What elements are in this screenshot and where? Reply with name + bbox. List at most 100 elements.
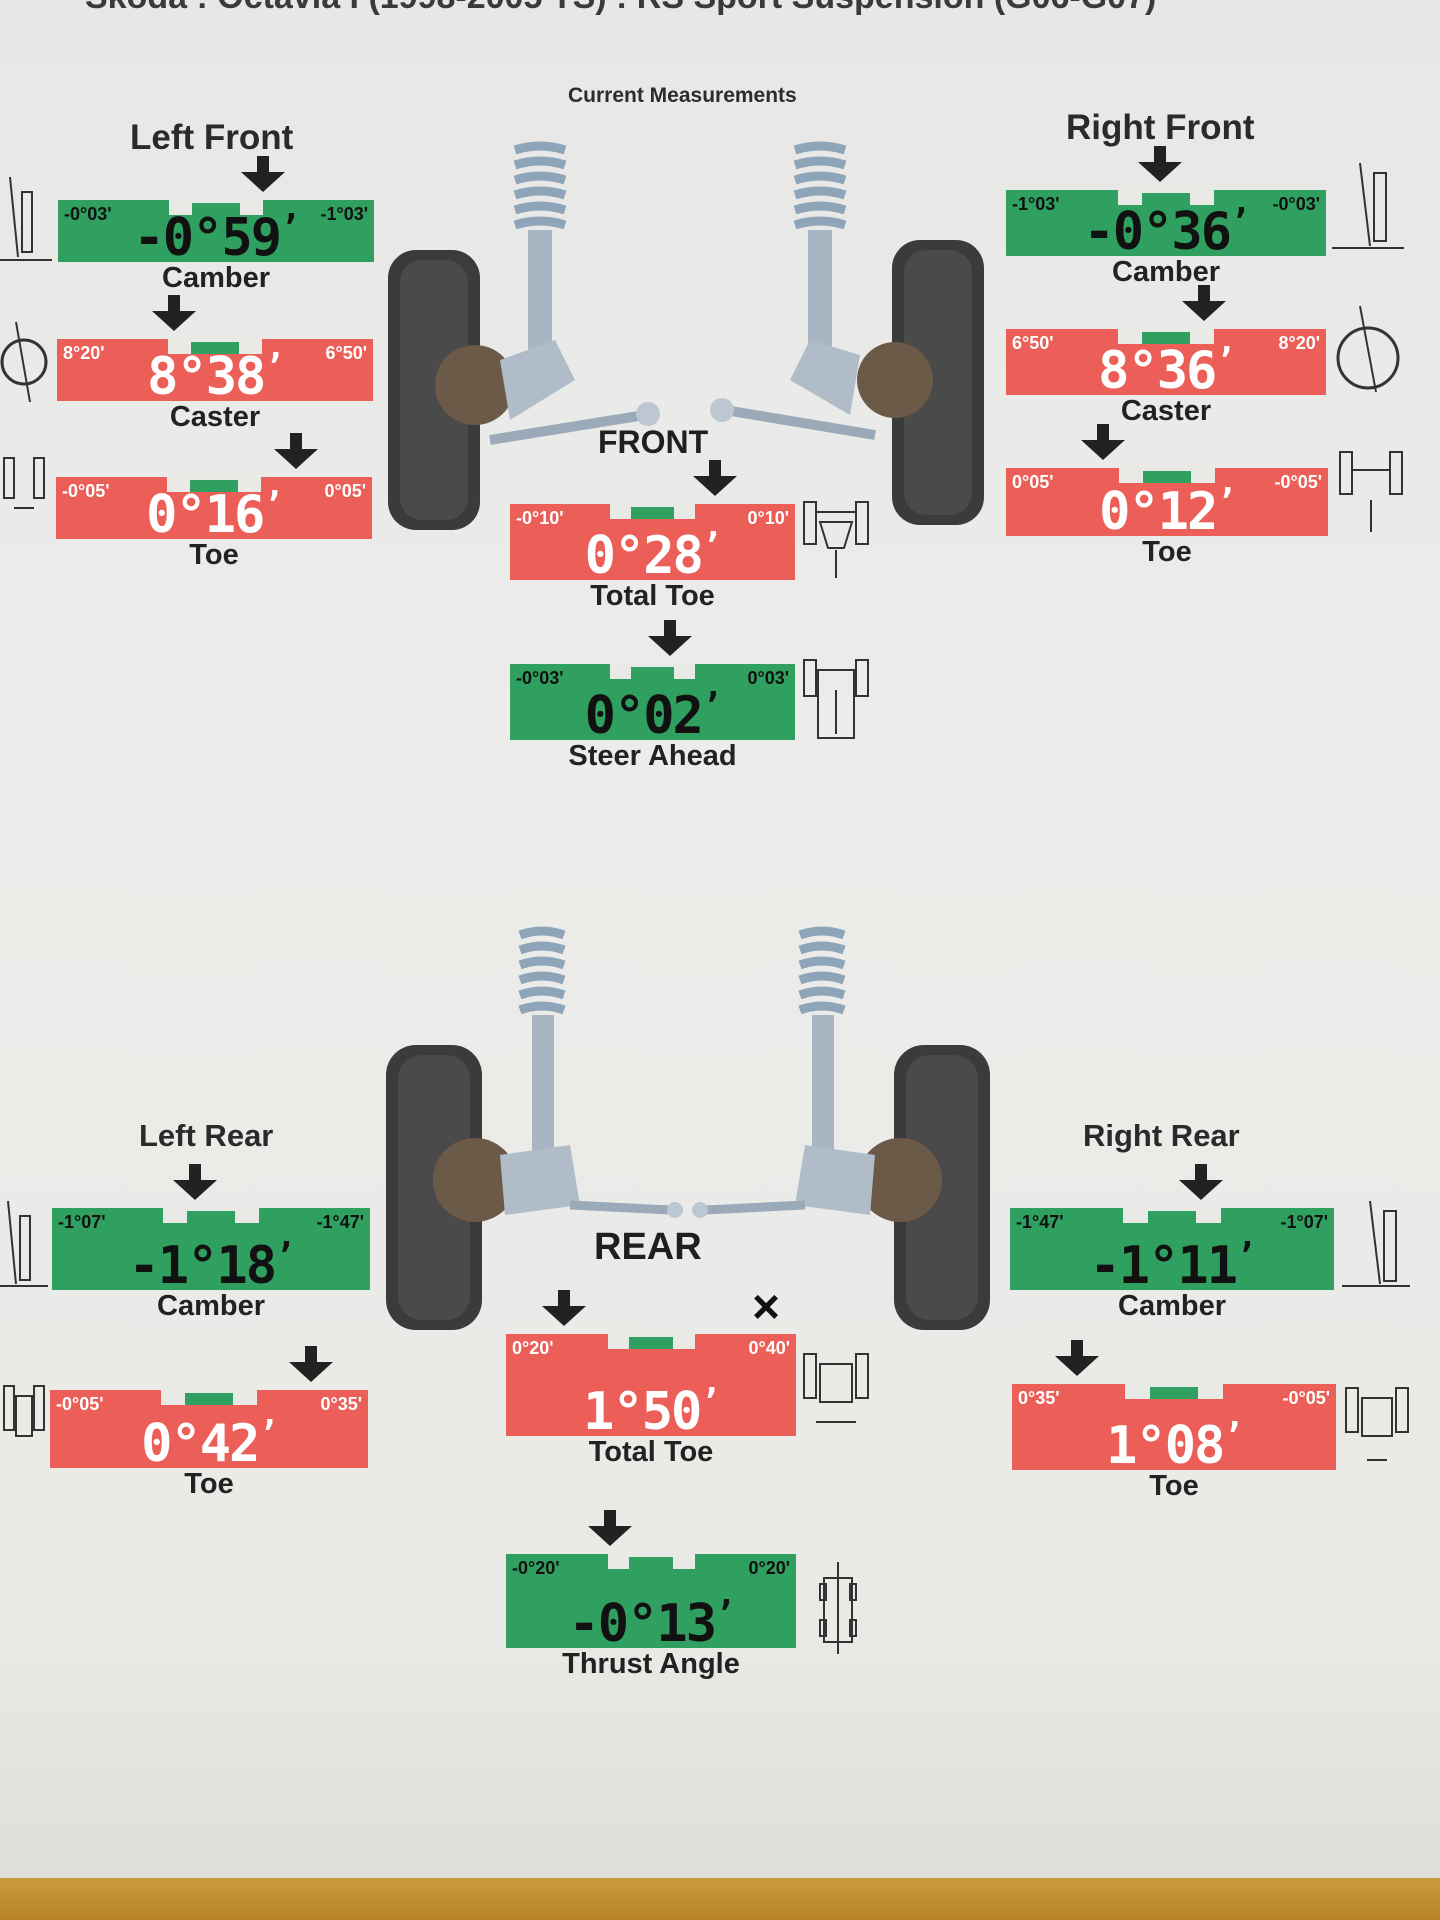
- gauge-min-limit: 0°35': [1018, 1388, 1060, 1408]
- gauge-max-limit: 6°50': [325, 343, 367, 363]
- gauge-label: Toe: [1142, 536, 1192, 568]
- left-front-heading: Left Front: [130, 118, 294, 157]
- gauge-label: Thrust Angle: [562, 1648, 740, 1680]
- tolerance-notch: [1118, 189, 1214, 205]
- lf-toe-gauge: -0°05' 0°05' 0°16’Toe: [56, 433, 372, 571]
- gauge-min-limit: -0°20': [512, 1558, 560, 1578]
- gauge-min-limit: -1°03': [1012, 194, 1060, 214]
- camber-diagram-icon: [0, 1200, 48, 1287]
- tolerance-notch: [607, 1333, 695, 1349]
- rr-toe-gauge: 0°35'-0°05'1°08’Toe: [1012, 1340, 1336, 1502]
- gauge-bar: -0°03'0°03'0°02’: [510, 663, 795, 746]
- gauge-value: -1°18’: [128, 1236, 295, 1296]
- left-rear-heading: Left Rear: [139, 1118, 274, 1153]
- tolerance-notch: [1123, 1207, 1221, 1223]
- rf-toe-gauge: 0°05'-0°05'0°12’Toe: [1006, 424, 1328, 568]
- gauge-min-limit: 6°50': [1012, 333, 1054, 353]
- tolerance-notch: [607, 1553, 695, 1569]
- gauge-max-limit: 0°20': [748, 1558, 790, 1578]
- rear-label: REAR: [594, 1226, 702, 1268]
- table-surface: [0, 1878, 1440, 1920]
- lr-camber-gauge: -1°07' -1°47' -1°18’Camber: [52, 1164, 370, 1322]
- gauge-min-limit: -0°05': [56, 1394, 104, 1414]
- gauge-label: Total Toe: [590, 580, 715, 612]
- front-steer-ahead-gauge: -0°03'0°03'0°02’Steer Ahead: [510, 620, 795, 772]
- gauge-label: Total Toe: [588, 1436, 714, 1468]
- lf-caster-gauge: 8°20'6°50'8°38’Caster: [57, 295, 373, 433]
- rr-camber-gauge: -1°47'-1°07'-1°11’Camber: [1010, 1164, 1334, 1322]
- gauge-label: Toe: [184, 1468, 234, 1500]
- gauge-bar: -1°07' -1°47' -1°18’: [52, 1207, 370, 1296]
- gauge-max-limit: 0°40': [748, 1338, 790, 1358]
- gauge-value: -0°36’: [1083, 202, 1250, 262]
- gauge-label: Steer Ahead: [568, 740, 737, 772]
- gauge-value: -0°59’: [133, 208, 300, 268]
- gauge-max-limit: -0°05': [1274, 472, 1322, 492]
- camber-diagram-icon: [1342, 1200, 1410, 1287]
- lf-camber-gauge: -0°03'-1°03'-0°59’Camber: [58, 156, 374, 294]
- toe-diagram-icon: [3, 457, 45, 509]
- gauge-max-limit: -1°07': [1280, 1212, 1328, 1232]
- rf-caster-gauge: 6°50' 8°20' 8°36’Caster: [1006, 285, 1326, 427]
- gauge-bar: -0°20' 0°20' -0°13’: [506, 1553, 796, 1654]
- gauge-label: Camber: [162, 262, 270, 294]
- total-toe-diagram-icon: [803, 501, 869, 578]
- gauge-value: 0°16’: [146, 485, 284, 545]
- gauge-bar: -0°03'-1°03'-0°59’: [58, 199, 374, 268]
- rear-total-toe-gauge: 0°20'0°40'1°50’Total Toe: [506, 1290, 796, 1468]
- gauge-bar: -0°05' 0°35' 0°42’: [50, 1389, 368, 1474]
- rear-thrust-angle-gauge: -0°20' 0°20' -0°13’Thrust Angle: [506, 1510, 796, 1680]
- tolerance-notch: [609, 503, 696, 519]
- gauge-value: 8°36’: [1098, 341, 1236, 401]
- gauge-bar: -0°10'0°10'0°28’: [510, 503, 795, 586]
- gauge-max-limit: 8°20': [1278, 333, 1320, 353]
- out-of-spec-mark: ×: [752, 1281, 781, 1334]
- thrust-angle-diagram-icon: [819, 1562, 857, 1654]
- gauge-min-limit: -1°07': [58, 1212, 106, 1232]
- gauge-bar: 0°35'-0°05'1°08’: [1012, 1383, 1336, 1476]
- gauge-label: Camber: [157, 1290, 265, 1322]
- caster-diagram-icon: [0, 321, 48, 403]
- gauge-max-limit: 0°10': [747, 508, 789, 528]
- gauge-bar: 0°05'-0°05'0°12’: [1006, 467, 1328, 542]
- tolerance-notch: [168, 199, 264, 215]
- gauge-label: Camber: [1112, 256, 1220, 288]
- gauge-max-limit: 0°35': [320, 1394, 362, 1414]
- gauge-label: Toe: [189, 539, 239, 571]
- gauge-max-limit: -1°03': [320, 204, 368, 224]
- page-header: Skoda : Octavia I (1998-2005 TS) : RS Sp…: [85, 0, 1156, 17]
- gauge-value: 0°42’: [141, 1414, 279, 1474]
- camber-diagram-icon: [1332, 162, 1404, 249]
- gauge-bar: 0°20'0°40'1°50’: [506, 1333, 796, 1442]
- gauge-bar: -1°03'-0°03'-0°36’: [1006, 189, 1326, 262]
- front-total-toe-gauge: -0°10'0°10'0°28’Total Toe: [510, 460, 795, 612]
- subtitle: Current Measurements: [568, 84, 797, 107]
- front-label: FRONT: [598, 424, 709, 460]
- front-suspension-illustration: [388, 141, 984, 530]
- tolerance-notch: [1125, 1383, 1223, 1399]
- caster-diagram-icon: [1336, 305, 1400, 393]
- tolerance-notch: [1118, 328, 1214, 344]
- steer-ahead-diagram-icon: [803, 659, 869, 739]
- tolerance-notch: [167, 338, 263, 354]
- rf-camber-gauge: -1°03'-0°03'-0°36’Camber: [1006, 146, 1326, 288]
- gauge-max-limit: 0°03': [747, 668, 789, 688]
- lr-toe-gauge: -0°05' 0°35' 0°42’Toe: [50, 1346, 368, 1500]
- tolerance-notch: [161, 1389, 257, 1405]
- tolerance-notch: [1118, 467, 1216, 483]
- gauge-value: 0°28’: [584, 526, 723, 586]
- gauge-max-limit: 0°05': [324, 481, 366, 501]
- gauge-value: 0°02’: [584, 686, 723, 746]
- tolerance-notch: [166, 476, 262, 492]
- gauge-value: 8°38’: [147, 347, 285, 407]
- gauge-value: -1°11’: [1089, 1236, 1256, 1296]
- gauge-label: Caster: [1120, 395, 1212, 427]
- gauge-min-limit: -0°05': [62, 481, 110, 501]
- rear-suspension-illustration: [386, 926, 990, 1330]
- toe-diagram-icon: [3, 1385, 45, 1437]
- gauge-bar: 6°50' 8°20' 8°36’: [1006, 328, 1326, 401]
- gauge-max-limit: -0°05': [1282, 1388, 1330, 1408]
- gauge-value: -0°13’: [568, 1594, 735, 1654]
- gauge-max-limit: -1°47': [316, 1212, 364, 1232]
- toe-diagram-icon: [1339, 451, 1403, 532]
